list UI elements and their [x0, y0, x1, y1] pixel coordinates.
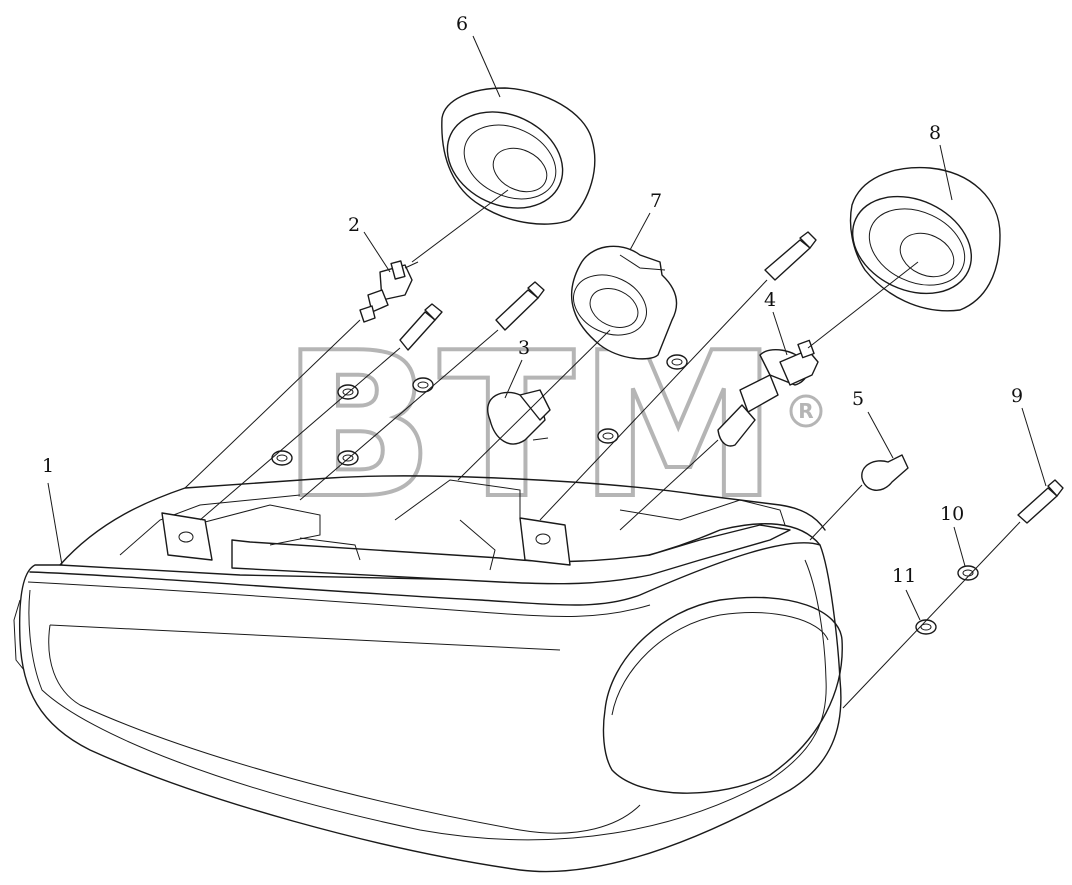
- callout-1: 1: [42, 455, 54, 477]
- reflector-cup-6: [441, 87, 596, 225]
- callout-9: 9: [1011, 385, 1023, 407]
- washer-11: [915, 619, 937, 635]
- bulb-4: [717, 339, 819, 447]
- callout-3: 3: [518, 337, 530, 359]
- callout-7: 7: [650, 190, 662, 212]
- bulb-3: [487, 389, 551, 445]
- bulb-2: [359, 260, 419, 323]
- shield-7: [570, 245, 678, 360]
- registered-mark-ring: [789, 394, 823, 428]
- callout-labels: 1 2 3 4 5 6 7 8 9 10 11: [42, 13, 1023, 587]
- headlamp-housing: [13, 475, 843, 873]
- washer-10: [957, 565, 979, 581]
- callout-6: 6: [456, 13, 468, 35]
- callout-10: 10: [940, 503, 964, 525]
- assembly-lines: [184, 189, 1021, 709]
- reflector-cup-8: [849, 166, 1001, 312]
- screw-c: [764, 239, 811, 281]
- callout-11: 11: [892, 565, 916, 587]
- registered-mark: R: [798, 399, 813, 423]
- callout-leaders: [47, 35, 1047, 621]
- bulb-5: [861, 454, 909, 491]
- screws: [399, 231, 1064, 524]
- callout-4: 4: [764, 289, 776, 311]
- callout-5: 5: [852, 388, 864, 410]
- callout-8: 8: [929, 122, 941, 144]
- callout-2: 2: [348, 214, 360, 236]
- screw-9: [1017, 487, 1058, 524]
